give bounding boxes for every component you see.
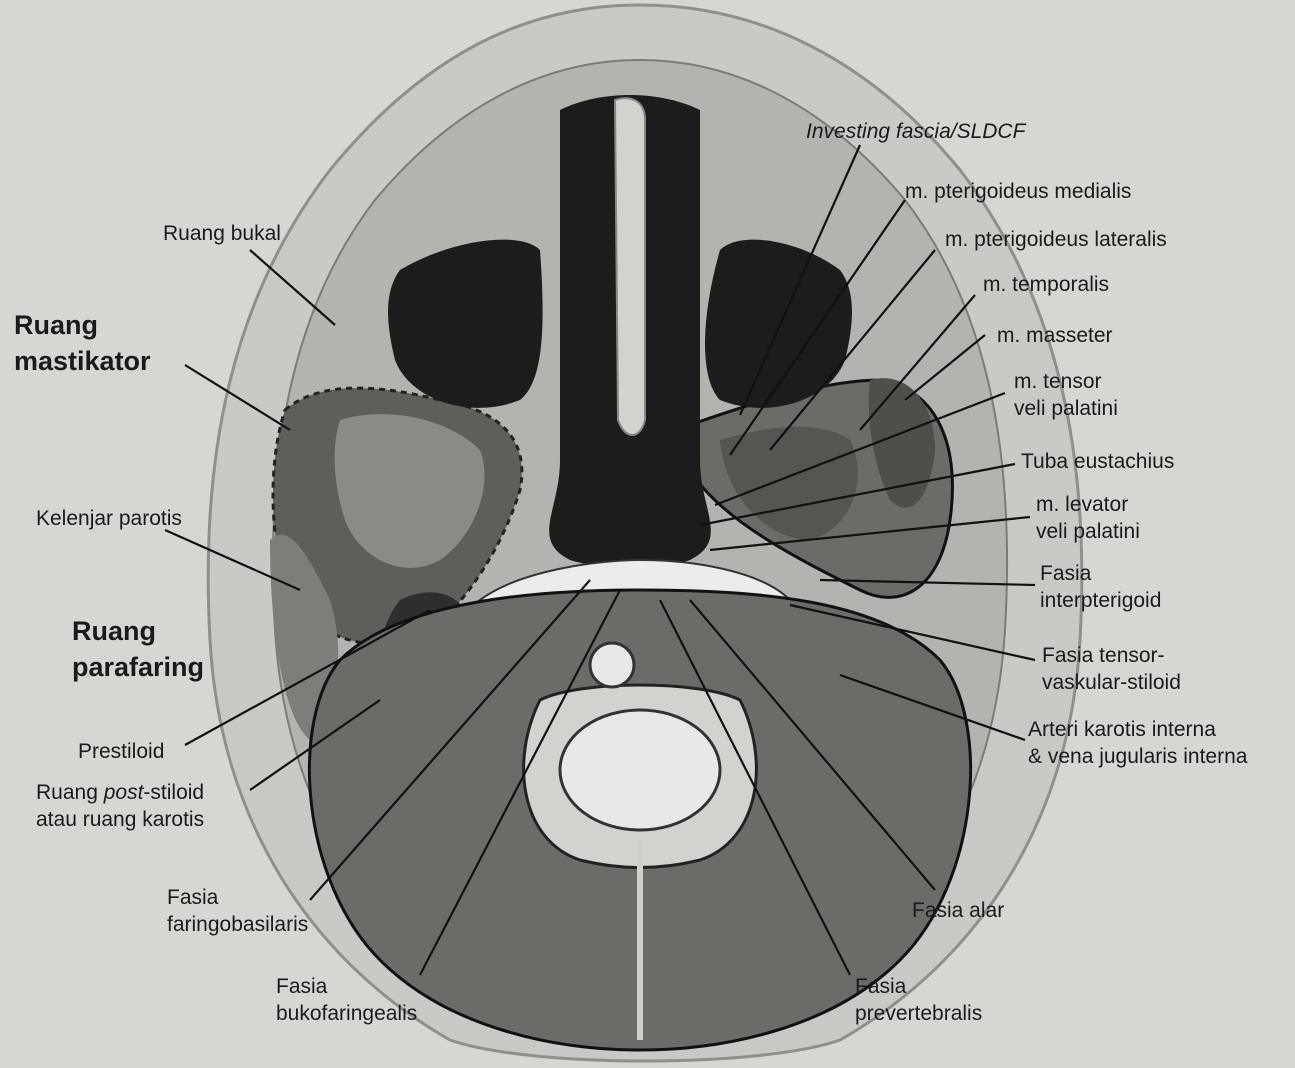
vertebral-body (590, 643, 634, 687)
label-temporalis: m. temporalis (983, 271, 1109, 298)
label-pterigoideus-medialis: m. pterigoideus medialis (905, 178, 1131, 205)
label-fasia-interpterigoid-line2: interpterigoid (1040, 587, 1161, 614)
label-ruang-karotis: atau ruang karotis (36, 806, 204, 833)
label-fasia-tensor-line1: Fasia tensor- (1042, 642, 1181, 669)
label-levator-veli-palatini: m. levator veli palatini (1036, 491, 1140, 545)
label-fasia-bukofaringealis-line1: Fasia (276, 973, 417, 1000)
label-investing-fascia: Investing fascia/SLDCF (806, 118, 1025, 145)
label-ruang-mastikator-line1: Ruang (14, 307, 151, 343)
label-ruang-bukal: Ruang bukal (163, 220, 281, 247)
label-ruang-parafaring: Ruang parafaring (72, 613, 204, 685)
label-fasia-tensor-line2: vaskular-stiloid (1042, 669, 1181, 696)
label-ruang-mastikator-line2: mastikator (14, 343, 151, 379)
label-fasia-bukofaringealis: Fasia bukofaringealis (276, 973, 417, 1027)
label-ruang-post-stiloid-prefix: Ruang (36, 781, 104, 804)
label-fasia-prevertebralis-line1: Fasia (855, 973, 982, 1000)
label-pterigoideus-lateralis: m. pterigoideus lateralis (945, 226, 1167, 253)
label-arteri-karotis-line2: & vena jugularis interna (1028, 743, 1247, 770)
label-fasia-prevertebralis-line2: prevertebralis (855, 1000, 982, 1027)
label-ruang-post-stiloid-suffix: -stiloid (143, 781, 204, 804)
label-ruang-post-stiloid-italic: post (104, 781, 144, 804)
label-arteri-karotis-line1: Arteri karotis interna (1028, 716, 1247, 743)
label-ruang-post-stiloid-line1: Ruang post-stiloid (36, 779, 204, 806)
label-fasia-alar: Fasia alar (912, 897, 1004, 924)
label-levator-veli-line1: m. levator (1036, 491, 1140, 518)
label-ruang-post-stiloid: Ruang post-stiloid atau ruang karotis (36, 779, 204, 833)
label-fasia-prevertebralis: Fasia prevertebralis (855, 973, 982, 1027)
label-tensor-veli-palatini: m. tensor veli palatini (1014, 368, 1118, 422)
label-fasia-interpterigoid-line1: Fasia (1040, 560, 1161, 587)
label-prestiloid: Prestiloid (78, 738, 164, 765)
label-arteri-karotis: Arteri karotis interna & vena jugularis … (1028, 716, 1247, 770)
spinal-canal (560, 710, 720, 830)
label-kelenjar-parotis: Kelenjar parotis (36, 505, 182, 532)
label-fasia-bukofaringealis-line2: bukofaringealis (276, 1000, 417, 1027)
label-fasia-interpterigoid: Fasia interpterigoid (1040, 560, 1161, 614)
label-levator-veli-line2: veli palatini (1036, 518, 1140, 545)
label-fasia-faringobasilaris: Fasia faringobasilaris (167, 884, 308, 938)
label-tensor-veli-line2: veli palatini (1014, 395, 1118, 422)
label-tensor-veli-line1: m. tensor (1014, 368, 1118, 395)
label-fasia-tensor-vaskular-stiloid: Fasia tensor- vaskular-stiloid (1042, 642, 1181, 696)
label-tuba-eustachius: Tuba eustachius (1021, 448, 1174, 475)
label-fasia-faringobasilaris-line2: faringobasilaris (167, 911, 308, 938)
nasal-septum (615, 98, 645, 435)
label-ruang-mastikator: Ruang mastikator (14, 307, 151, 379)
label-ruang-parafaring-line1: Ruang (72, 613, 204, 649)
label-fasia-faringobasilaris-line1: Fasia (167, 884, 308, 911)
label-masseter: m. masseter (997, 322, 1113, 349)
maxillary-sinus-left (388, 240, 543, 408)
label-ruang-parafaring-line2: parafaring (72, 649, 204, 685)
